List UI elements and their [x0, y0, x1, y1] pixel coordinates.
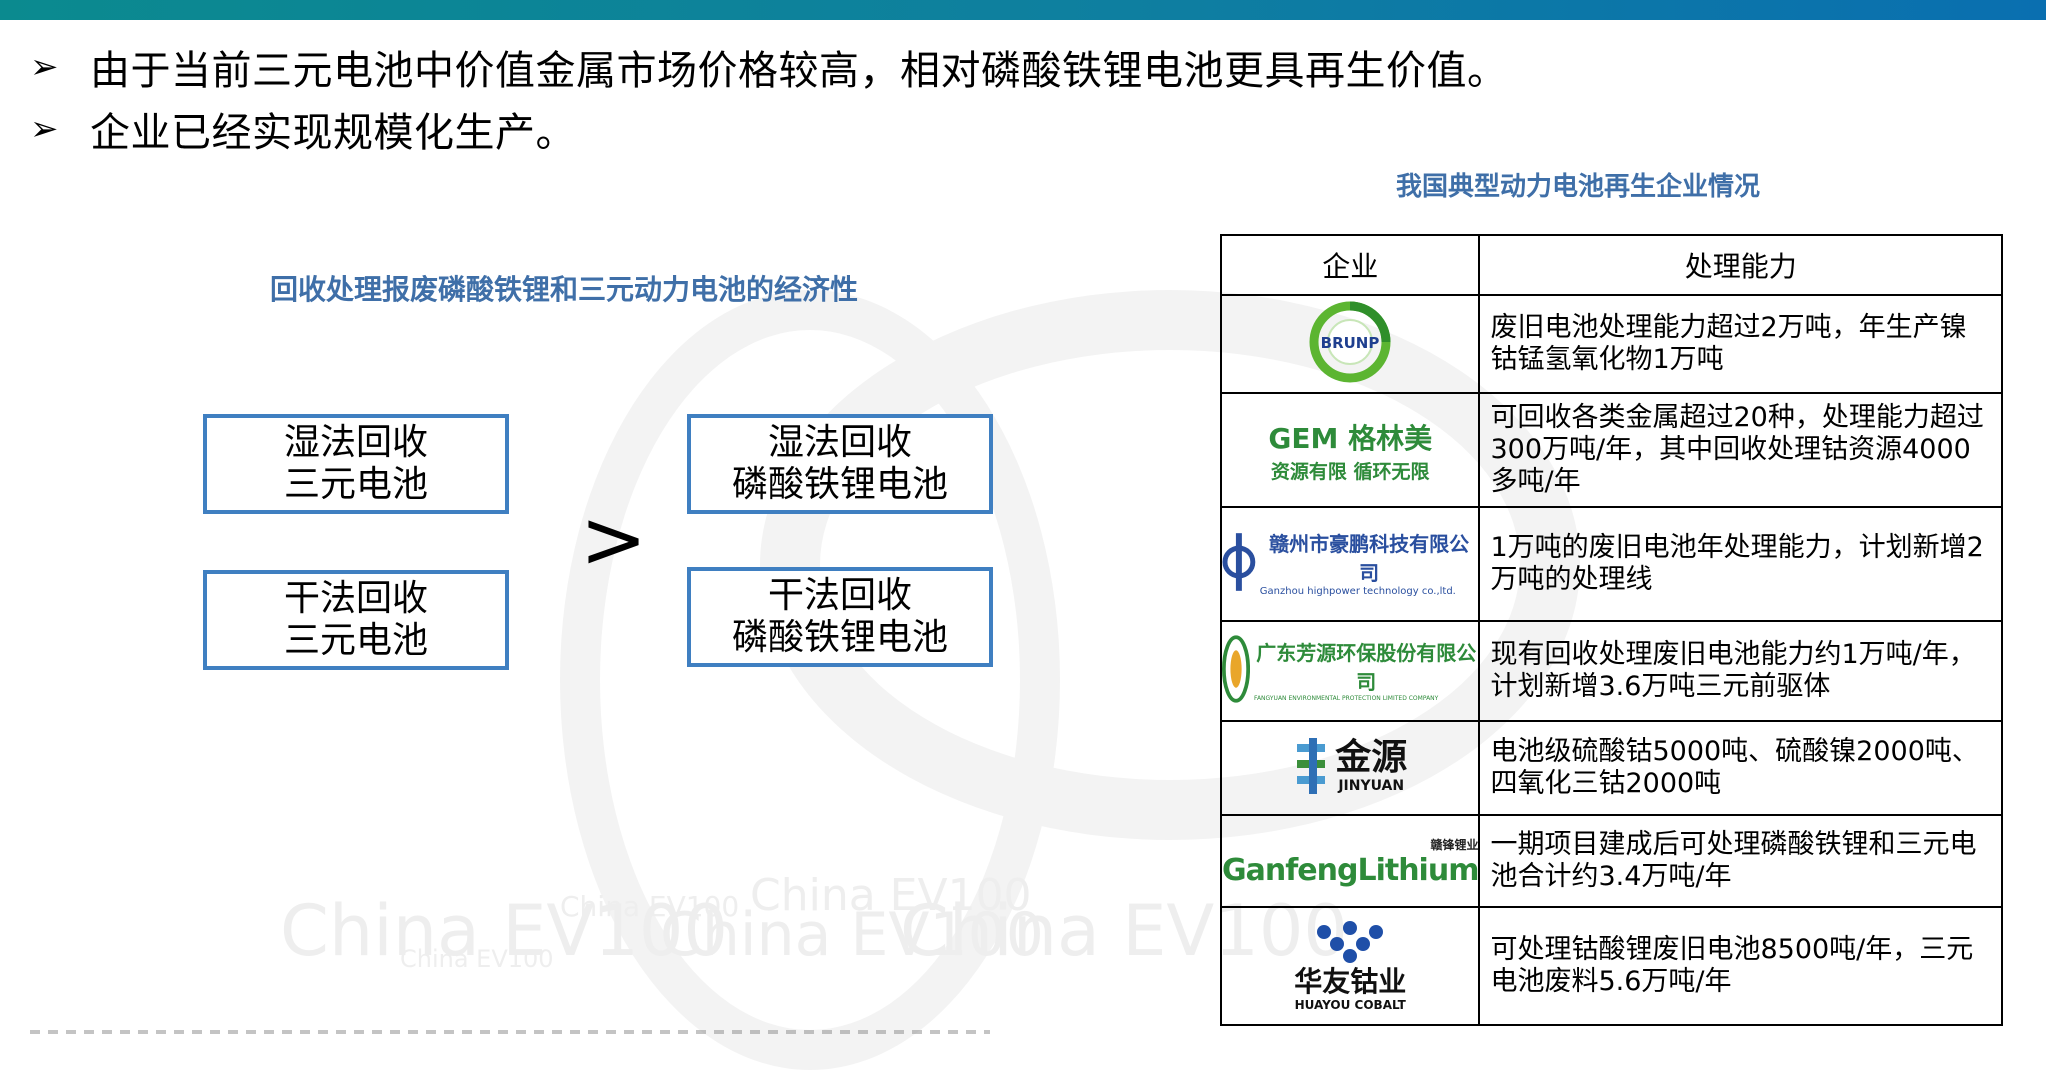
- wet-lfp-box: 湿法回收 磷酸铁锂电池: [687, 414, 993, 514]
- capacity-cell: 电池级硫酸钴5000吨、硫酸镍2000吨、四氧化三钴2000吨: [1478, 720, 2003, 816]
- highpower-logo-icon: 赣州市豪鹏科技有限公司 Ganzhou highpower technology…: [1222, 527, 1478, 597]
- top-accent-bar: [0, 0, 2046, 20]
- bullet-item: ➢ 企业已经实现规模化生产。: [30, 98, 1508, 160]
- box-line: 湿法回收: [767, 422, 912, 463]
- table-row: 赣锋锂业 GanfengLithium 一期项目建成后可处理磷酸铁锂和三元电池合…: [1219, 814, 2003, 908]
- company-logo-cell: BRUNP: [1219, 294, 1481, 394]
- jinyuan-logo-icon: 金源 JINYUAN: [1293, 736, 1407, 796]
- company-logo-cell: 华友钴业 HUAYOU COBALT: [1219, 906, 1481, 1026]
- table-row: 赣州市豪鹏科技有限公司 Ganzhou highpower technology…: [1219, 506, 2003, 622]
- logo-wordmark: GEM 格林美: [1268, 421, 1433, 455]
- arrow-bullet-icon: ➢: [30, 47, 59, 87]
- table-row: 金源 JINYUAN 电池级硫酸钴5000吨、硫酸镍2000吨、四氧化三钴200…: [1219, 720, 2003, 816]
- logo-wordmark: GanfengLithium: [1222, 853, 1479, 888]
- arrow-bullet-icon: ➢: [30, 109, 59, 149]
- capacity-cell: 废旧电池处理能力超过2万吨，年生产镍钴锰氢氧化物1万吨: [1478, 294, 2003, 394]
- logo-wordmark: 金源: [1335, 737, 1408, 778]
- svg-text:BRUNP: BRUNP: [1321, 334, 1380, 352]
- box-line: 磷酸铁锂电池: [731, 464, 948, 505]
- brunp-logo-icon: BRUNP: [1307, 299, 1393, 385]
- logo-wordmark: 赣州市豪鹏科技有限公司: [1269, 531, 1470, 585]
- company-logo-cell: 赣州市豪鹏科技有限公司 Ganzhou highpower technology…: [1219, 506, 1481, 622]
- dry-lfp-box: 干法回收 磷酸铁锂电池: [687, 567, 993, 667]
- footer-divider: [30, 1030, 990, 1034]
- box-line: 湿法回收: [283, 422, 428, 463]
- table-row: BRUNP 废旧电池处理能力超过2万吨，年生产镍钴锰氢氧化物1万吨: [1219, 294, 2003, 394]
- box-line: 三元电池: [283, 464, 428, 505]
- company-logo-cell: 赣锋锂业 GanfengLithium: [1219, 814, 1481, 908]
- capacity-cell: 可处理钴酸锂废旧电池8500吨/年，三元电池废料5.6万吨/年: [1478, 906, 2003, 1026]
- logo-subtitle: FANGYUAN ENVIRONMENTAL PROTECTION LIMITE…: [1254, 694, 1439, 702]
- box-line: 干法回收: [283, 578, 428, 619]
- column-header-capacity: 处理能力: [1478, 234, 2003, 296]
- fangyuan-logo-icon: 广东芳源环保股份有限公司 FANGYUAN ENVIRONMENTAL PROT…: [1222, 632, 1478, 706]
- logo-wordmark: 广东芳源环保股份有限公司: [1256, 640, 1477, 694]
- ganfeng-logo-icon: 赣锋锂业 GanfengLithium: [1222, 836, 1479, 888]
- dry-ternary-box: 干法回收 三元电池: [203, 570, 509, 670]
- bullet-list: ➢ 由于当前三元电池中价值金属市场价格较高，相对磷酸铁锂电池更具再生价值。 ➢ …: [30, 36, 1508, 160]
- gem-logo-icon: GEM 格林美 资源有限 循环无限: [1268, 417, 1432, 484]
- table-header-row: 企业 处理能力: [1219, 234, 2003, 296]
- wet-ternary-box: 湿法回收 三元电池: [203, 414, 509, 514]
- logo-slogan: 资源有限 循环无限: [1270, 460, 1430, 483]
- company-logo-cell: 广东芳源环保股份有限公司 FANGYUAN ENVIRONMENTAL PROT…: [1219, 620, 1481, 722]
- table-row: 广东芳源环保股份有限公司 FANGYUAN ENVIRONMENTAL PROT…: [1219, 620, 2003, 722]
- logo-subtitle: 赣锋锂业: [1430, 838, 1479, 852]
- bullet-text: 由于当前三元电池中价值金属市场价格较高，相对磷酸铁锂电池更具再生价值。: [90, 48, 1508, 94]
- companies-table: 企业 处理能力 BRUNP 废旧电池处理能力超过2万吨，年生产镍钴锰氢氧化物1万…: [1219, 234, 2003, 1026]
- greater-than-sign: >: [580, 493, 648, 586]
- logo-subtitle: JINYUAN: [1338, 778, 1405, 794]
- logo-subtitle: Ganzhou highpower technology co.,ltd.: [1259, 585, 1456, 597]
- bullet-item: ➢ 由于当前三元电池中价值金属市场价格较高，相对磷酸铁锂电池更具再生价值。: [30, 36, 1508, 98]
- box-line: 磷酸铁锂电池: [731, 617, 948, 658]
- economy-diagram-title: 回收处理报废磷酸铁锂和三元动力电池的经济性: [270, 273, 859, 306]
- capacity-cell: 1万吨的废旧电池年处理能力，计划新增2万吨的处理线: [1478, 506, 2003, 622]
- table-row: 华友钴业 HUAYOU COBALT 可处理钴酸锂废旧电池8500吨/年，三元电…: [1219, 906, 2003, 1026]
- capacity-cell: 一期项目建成后可处理磷酸铁锂和三元电池合计约3.4万吨/年: [1478, 814, 2003, 908]
- box-line: 干法回收: [767, 575, 912, 616]
- company-logo-cell: GEM 格林美 资源有限 循环无限: [1219, 392, 1481, 508]
- table-title: 我国典型动力电池再生企业情况: [1396, 172, 1761, 202]
- logo-subtitle: HUAYOU COBALT: [1294, 998, 1406, 1012]
- box-line: 三元电池: [283, 620, 428, 661]
- company-logo-cell: 金源 JINYUAN: [1219, 720, 1481, 816]
- huayou-logo-icon: 华友钴业 HUAYOU COBALT: [1294, 920, 1406, 1012]
- table-row: GEM 格林美 资源有限 循环无限 可回收各类金属超过20种，处理能力超过300…: [1219, 392, 2003, 508]
- capacity-cell: 现有回收处理废旧电池能力约1万吨/年，计划新增3.6万吨三元前驱体: [1478, 620, 2003, 722]
- logo-wordmark: 华友钴业: [1294, 965, 1407, 998]
- bullet-text: 企业已经实现规模化生产。: [90, 110, 576, 156]
- capacity-cell: 可回收各类金属超过20种，处理能力超过300万吨/年，其中回收处理钴资源4000…: [1478, 392, 2003, 508]
- column-header-company: 企业: [1219, 234, 1481, 296]
